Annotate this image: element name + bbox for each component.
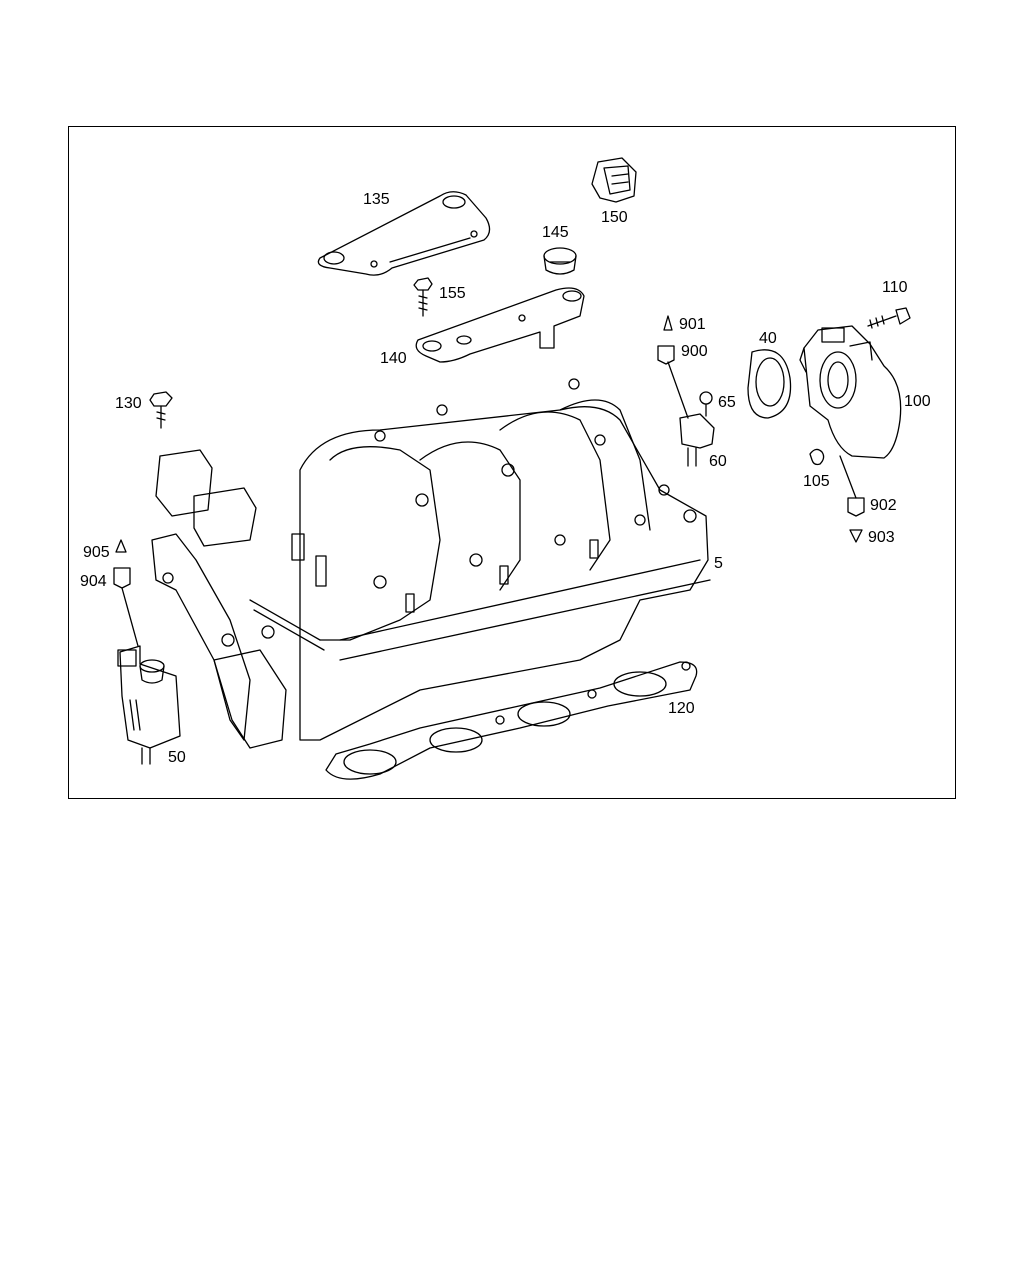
part-5-intake-manifold (291, 378, 711, 741)
part-105-clip (809, 448, 825, 466)
callout-40: 40 (759, 330, 777, 347)
part-145-cap (543, 247, 577, 275)
callout-110: 110 (882, 279, 908, 296)
part-50-solenoid-valve (117, 645, 181, 765)
part-155-bolt (413, 277, 433, 317)
part-150-clip (591, 157, 637, 203)
part-903-symbol (849, 529, 863, 543)
callout-145: 145 (542, 224, 569, 241)
left-actuator-assembly (151, 449, 325, 749)
diagram-frame (68, 126, 956, 799)
callout-903: 903 (868, 529, 895, 546)
callout-904: 904 (80, 573, 107, 590)
part-100-throttle-body (799, 325, 902, 459)
part-902-symbol (839, 455, 865, 517)
part-40-gasket (747, 349, 792, 419)
callout-150: 150 (601, 209, 628, 226)
callout-5: 5 (714, 555, 723, 572)
part-65-screw (699, 391, 713, 417)
callout-50: 50 (168, 749, 186, 766)
part-60-sensor (667, 361, 715, 467)
callout-900: 900 (681, 343, 708, 360)
callout-100: 100 (904, 393, 931, 410)
part-901-symbol (663, 315, 673, 331)
callout-65: 65 (718, 394, 736, 411)
callout-120: 120 (668, 700, 695, 717)
part-900-symbol (657, 345, 675, 365)
part-904-symbol (113, 567, 139, 647)
part-140-bracket (415, 287, 585, 363)
callout-901: 901 (679, 316, 706, 333)
callout-902: 902 (870, 497, 897, 514)
callout-135: 135 (363, 191, 390, 208)
part-110-bolt (867, 307, 911, 329)
callout-905: 905 (83, 544, 110, 561)
callout-155: 155 (439, 285, 466, 302)
part-130-bolt (149, 391, 173, 429)
part-135-bracket (317, 191, 491, 276)
callout-60: 60 (709, 453, 727, 470)
part-120-gasket (325, 661, 698, 780)
callout-130: 130 (115, 395, 142, 412)
part-905-symbol (115, 539, 127, 553)
callout-140: 140 (380, 350, 407, 367)
callout-105: 105 (803, 473, 830, 490)
